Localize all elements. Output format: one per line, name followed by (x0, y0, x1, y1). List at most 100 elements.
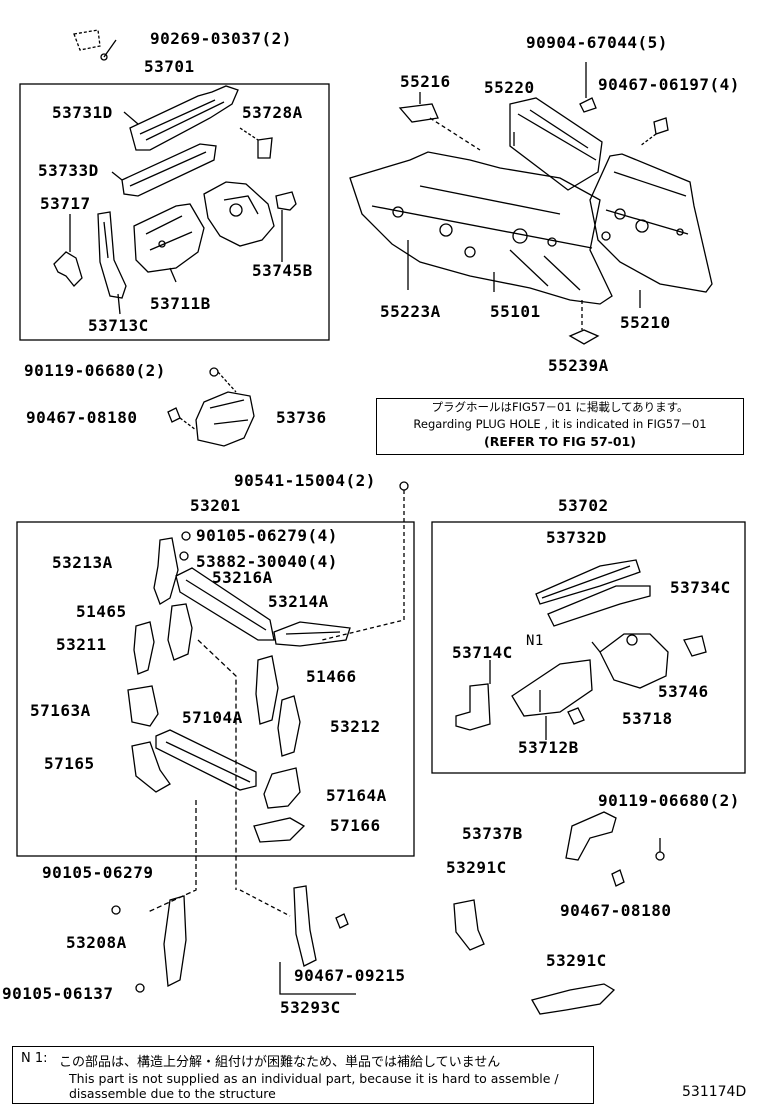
label-N1: N1 (526, 633, 544, 649)
note-line-english: Regarding PLUG HOLE , it is indicated in… (413, 417, 707, 431)
figure-code: 531174D (682, 1084, 747, 1100)
part-55210 (589, 153, 713, 308)
label-90105-06137: 90105-06137 (2, 984, 114, 1003)
label-57166: 57166 (330, 816, 381, 835)
part-53291C-upper (453, 899, 485, 951)
part-55220 (509, 97, 603, 191)
label-57104A: 57104A (182, 708, 243, 727)
label-57163A: 57163A (30, 701, 91, 720)
part-53737B (565, 811, 665, 887)
label-53702: 53702 (558, 496, 609, 515)
label-53731D: 53731D (52, 103, 113, 122)
label-53201: 53201 (190, 496, 241, 515)
part-55239A (568, 300, 600, 345)
label-90467-08180-b: 90467-08180 (560, 901, 672, 920)
label-51466: 51466 (306, 667, 357, 686)
part-53733D (111, 143, 217, 197)
label-53882-30040: 53882-30040(4) (196, 552, 338, 571)
part-55216 (398, 92, 481, 151)
group-box-53201 (16, 521, 415, 857)
part-53214A (273, 621, 351, 647)
part-53734C (547, 585, 651, 627)
label-90467-09215: 90467-09215 (294, 966, 406, 985)
part-53731D (123, 85, 239, 151)
label-53214A: 53214A (268, 592, 329, 611)
note-line-japanese: プラグホールはFIG57－01 に掲載してあります。 (431, 400, 689, 414)
label-90105-06279: 90105-06279 (42, 863, 154, 882)
part-90269-bracket (73, 29, 117, 61)
part-53712B (511, 659, 593, 740)
label-53291C-b: 53291C (546, 951, 607, 970)
group-box-53702 (431, 521, 746, 774)
footnote-english-line2: disassemble due to the structure (69, 1086, 276, 1101)
part-53732D (535, 559, 641, 605)
label-53713C: 53713C (88, 316, 149, 335)
footnote-n1-label: N 1: (21, 1051, 48, 1066)
label-53291C-a: 53291C (446, 858, 507, 877)
label-55239A: 55239A (548, 356, 609, 375)
part-53736 (167, 367, 255, 447)
part-53212 (277, 695, 301, 757)
label-90541-15004: 90541-15004(2) (234, 471, 376, 490)
part-57104A (155, 729, 257, 791)
label-53711B: 53711B (150, 294, 211, 313)
label-90904-67044: 90904-67044(5) (526, 33, 668, 52)
label-53732D: 53732D (546, 528, 607, 547)
part-53291C-lower (531, 983, 616, 1015)
label-55101: 55101 (490, 302, 541, 321)
part-57165 (131, 741, 171, 793)
part-53711B (133, 203, 205, 283)
part-57163A (127, 685, 159, 727)
part-55101 (349, 151, 613, 305)
label-90269-03037: 90269-03037(2) (150, 29, 292, 48)
part-53216A (175, 567, 275, 641)
part-wheelhouse-53702 (591, 633, 669, 689)
part-51465 (167, 603, 193, 661)
label-55220: 55220 (484, 78, 535, 97)
label-53208A: 53208A (66, 933, 127, 952)
label-53734C: 53734C (670, 578, 731, 597)
label-53212: 53212 (330, 717, 381, 736)
label-55223A: 55223A (380, 302, 441, 321)
label-53714C: 53714C (452, 643, 513, 662)
part-53293C (239, 885, 356, 995)
part-53713C (97, 211, 127, 315)
part-wheelhouse-53701 (203, 181, 275, 247)
label-53736: 53736 (276, 408, 327, 427)
label-53712B: 53712B (518, 738, 579, 757)
n1-footnote: N 1: この部品は、構造上分解・組付けが困難なため、単品では補給していません … (12, 1046, 594, 1104)
part-57164A (263, 767, 301, 809)
label-53745B: 53745B (252, 261, 313, 280)
label-90467-06197: 90467-06197(4) (598, 75, 740, 94)
part-53718 (567, 707, 585, 725)
group-box-53701 (19, 83, 330, 341)
label-53293C: 53293C (280, 998, 341, 1017)
label-53717: 53717 (40, 194, 91, 213)
label-90119-06680-b: 90119-06680(2) (598, 791, 740, 810)
label-90105-06279-4: 90105-06279(4) (196, 526, 338, 545)
footnote-japanese: この部品は、構造上分解・組付けが困難なため、単品では補給していません (59, 1055, 501, 1070)
label-53216A: 53216A (212, 568, 273, 587)
part-53211 (133, 621, 155, 675)
label-53211: 53211 (56, 635, 107, 654)
part-51466 (255, 655, 279, 725)
label-53728A: 53728A (242, 103, 303, 122)
label-90467-08180-a: 90467-08180 (26, 408, 138, 427)
label-53733D: 53733D (38, 161, 99, 180)
part-90541-bolt (321, 481, 409, 641)
part-57166 (253, 817, 306, 843)
label-53737B: 53737B (462, 824, 523, 843)
label-53718: 53718 (622, 709, 673, 728)
note-line-refer: (REFER TO FIG 57-01) (484, 434, 636, 449)
label-53701: 53701 (144, 57, 195, 76)
part-90904-clip (579, 62, 597, 113)
label-51465: 51465 (76, 602, 127, 621)
part-53745B (275, 191, 297, 262)
part-53728A (239, 127, 273, 159)
label-53213A: 53213A (52, 553, 113, 572)
label-57164A: 57164A (326, 786, 387, 805)
label-57165: 57165 (44, 754, 95, 773)
part-53213A (153, 531, 191, 605)
label-55210: 55210 (620, 313, 671, 332)
